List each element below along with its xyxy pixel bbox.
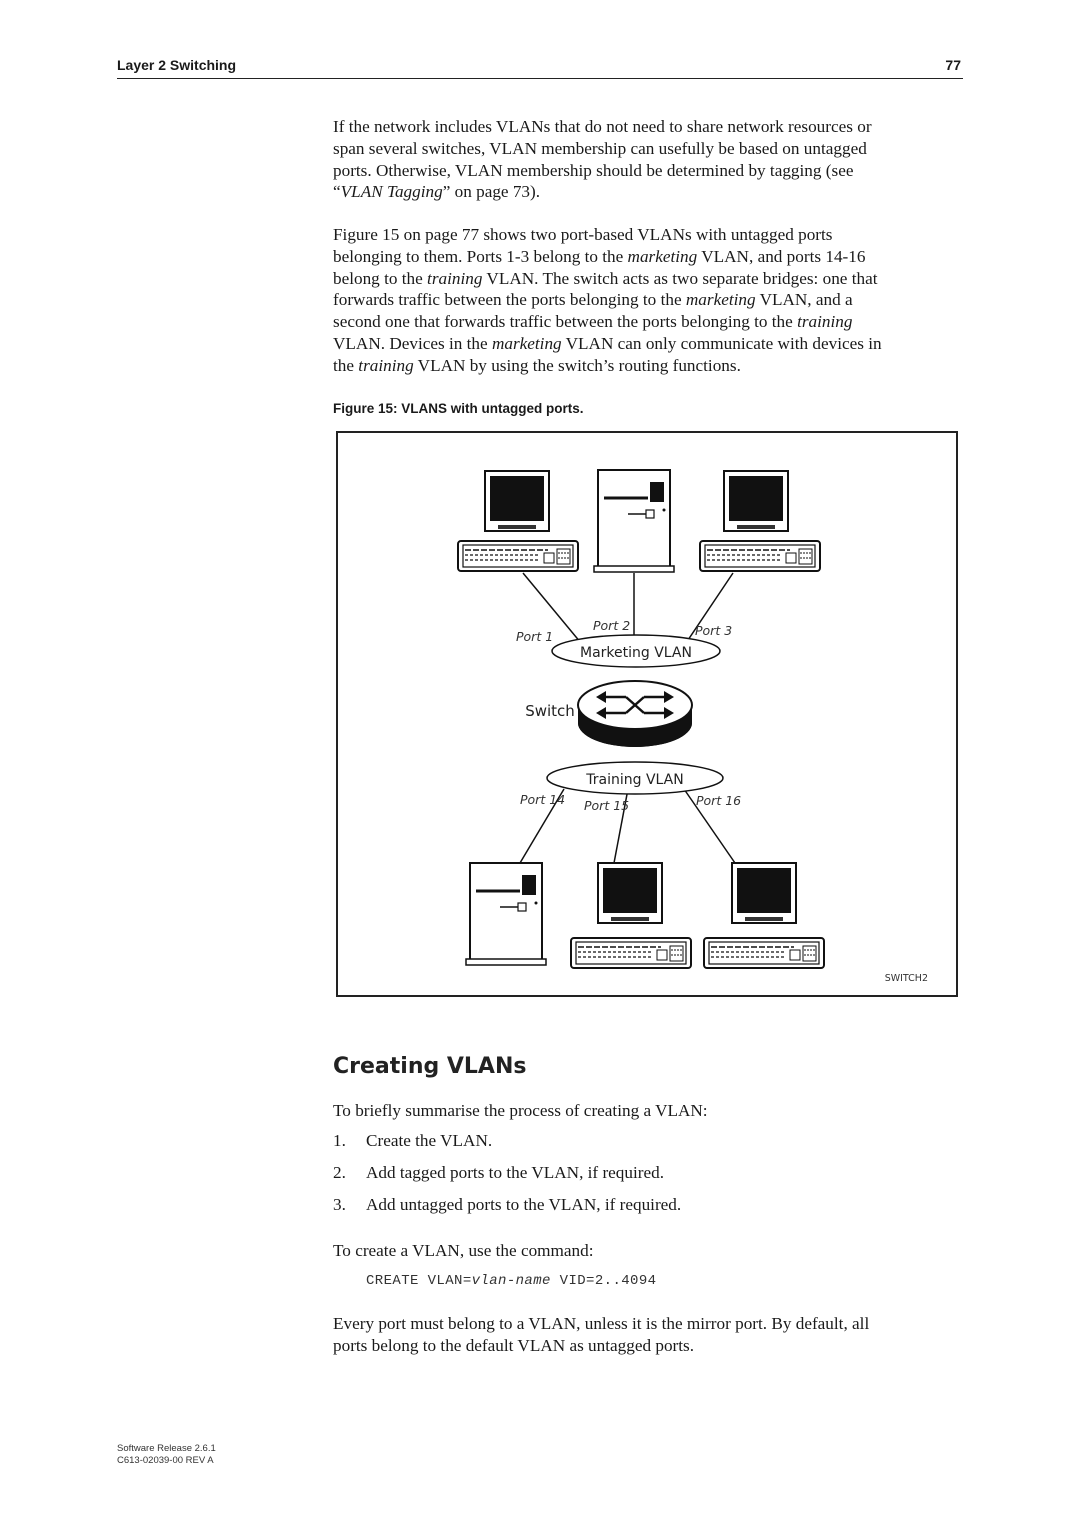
link-port1 [522, 572, 582, 644]
closing-paragraph: Every port must belong to a VLAN, unless… [333, 1313, 965, 1357]
header-section-title: Layer 2 Switching [117, 57, 237, 73]
para2-text: VLAN. Devices in the [333, 333, 492, 353]
switch-label: Switch [525, 702, 575, 720]
list-item-text: Add tagged ports to the VLAN, if require… [366, 1163, 665, 1182]
para2-emphasis: training [358, 355, 414, 375]
para2-text: VLAN, and ports 14-16 [697, 246, 866, 266]
server-port2 [592, 468, 676, 574]
port15-label: Port 15 [584, 798, 629, 813]
list-item-text: Create the VLAN. [366, 1131, 493, 1150]
para2-text: belonging to them. Ports 1-3 belong to t… [333, 246, 628, 266]
closing-line: ports belong to the default VLAN as unta… [333, 1335, 695, 1355]
port3-label: Port 3 [695, 623, 732, 638]
para2-text: VLAN by using the switch’s routing funct… [413, 355, 741, 375]
para2-line: Figure 15 on page 77 shows two port-base… [333, 225, 833, 244]
training-vlan-group: Training VLAN [546, 761, 724, 795]
switch-icon [577, 680, 693, 747]
footer-release: Software Release 2.6.1 [117, 1443, 216, 1454]
workstation-port1 [457, 470, 579, 572]
para2-text: the [333, 355, 359, 375]
para2-text: belong to the [333, 268, 428, 288]
para1-open-quote: “ [333, 182, 341, 202]
para1-line: span several switches, VLAN membership c… [333, 138, 867, 158]
port1-label: Port 1 [516, 629, 553, 644]
page-footer: Software Release 2.6.1 C613-02039-00 REV… [117, 1443, 216, 1467]
cross-reference-vlan-tagging[interactable]: VLAN Tagging [340, 182, 443, 202]
page-header: Layer 2 Switching 77 [117, 56, 963, 79]
para2-emphasis: training [427, 268, 483, 288]
link-port15 [613, 788, 629, 864]
para2-text: second one that forwards traffic between… [333, 312, 798, 332]
command-example: CREATE VLAN=vlan-name VID=2..4094 [366, 1273, 998, 1289]
list-item-number: 2. [333, 1163, 346, 1182]
list-item-number: 3. [333, 1195, 346, 1214]
marketing-vlan-group: Marketing VLAN [551, 634, 721, 668]
para2-text: VLAN, and a [755, 290, 853, 310]
figure-caption: Figure 15: VLANS with untagged ports. [333, 401, 584, 416]
section-heading: Creating VLANs [333, 1054, 527, 1079]
figure-id-label: SWITCH2 [885, 973, 928, 984]
para2-emphasis: marketing [685, 290, 756, 310]
workstation-port3 [699, 470, 821, 572]
command-suffix: VID=2..4094 [550, 1273, 657, 1289]
para2-text: VLAN can only communicate with devices i… [561, 333, 882, 353]
list-item-number: 1. [333, 1131, 346, 1150]
footer-doc-number: C613-02039-00 REV A [117, 1455, 214, 1466]
list-item-text: Add untagged ports to the VLAN, if requi… [366, 1195, 682, 1214]
server-port14 [464, 861, 548, 967]
paragraph-vlan-membership: If the network includes VLANs that do no… [333, 116, 965, 203]
workstation-port16 [703, 862, 825, 969]
para2-emphasis: marketing [627, 246, 698, 266]
command-intro: To create a VLAN, use the command: [333, 1241, 594, 1260]
para2-emphasis: marketing [491, 333, 562, 353]
para1-line: If the network includes VLANs that do no… [333, 117, 872, 136]
workstation-port15 [570, 862, 692, 969]
figure-vlans-diagram: Marketing VLAN Switch Training VLAN Port… [336, 431, 958, 997]
paragraph-figure-description: Figure 15 on page 77 shows two port-base… [333, 224, 965, 377]
link-port3 [685, 572, 734, 644]
header-page-number: 77 [945, 57, 961, 73]
para1-line: ports. Otherwise, VLAN membership should… [333, 160, 854, 180]
port2-label: Port 2 [593, 618, 630, 633]
training-vlan-label: Training VLAN [585, 772, 683, 788]
para1-close: ” on page 73). [442, 182, 541, 202]
para2-text: forwards traffic between the ports belon… [333, 290, 686, 310]
section-intro: To briefly summarise the process of crea… [333, 1101, 708, 1120]
steps-list: 1. Create the VLAN. 2. Add tagged ports … [333, 1131, 965, 1221]
port16-label: Port 16 [696, 793, 741, 808]
para2-emphasis: training [797, 312, 853, 332]
command-parameter: vlan-name [471, 1273, 551, 1289]
port14-label: Port 14 [520, 792, 565, 807]
link-port14 [519, 788, 565, 864]
link-port16 [683, 788, 736, 864]
command-prefix: CREATE VLAN= [366, 1273, 472, 1289]
para2-text: VLAN. The switch acts as two separate br… [482, 268, 878, 288]
closing-line: Every port must belong to a VLAN, unless… [333, 1314, 870, 1333]
marketing-vlan-label: Marketing VLAN [580, 645, 692, 661]
network-diagram: Marketing VLAN Switch Training VLAN Port… [457, 468, 928, 984]
